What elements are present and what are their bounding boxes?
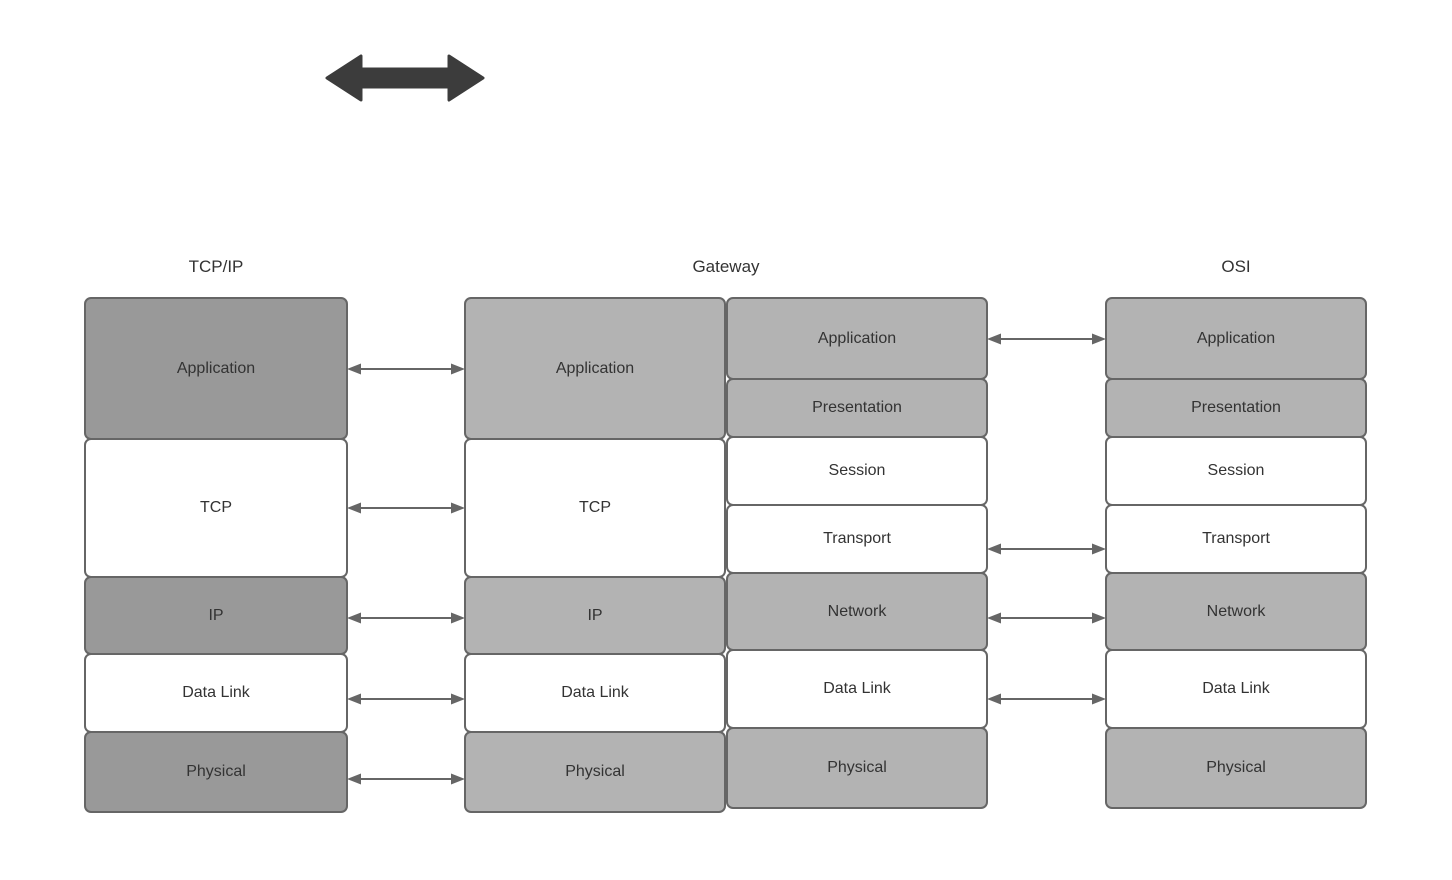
layer-tcpip-tcp[interactable]: TCP: [84, 438, 348, 578]
layer-tcpip-physical[interactable]: Physical: [84, 731, 348, 813]
layer-gateway-right-presentation[interactable]: Presentation: [726, 378, 988, 438]
layer-label: Data Link: [1202, 680, 1270, 697]
layer-osi-physical[interactable]: Physical: [1105, 727, 1367, 809]
layer-label: IP: [587, 606, 603, 624]
layer-osi-transport[interactable]: Transport: [1105, 504, 1367, 574]
layer-gateway-left-ip[interactable]: IP: [464, 576, 726, 655]
layer-label: Data Link: [561, 684, 629, 701]
layer-gateway-left-tcp[interactable]: TCP: [464, 438, 726, 578]
layer-label: Physical: [827, 759, 887, 776]
layer-label: Presentation: [1191, 399, 1281, 416]
layer-tcpip-ip[interactable]: IP: [84, 576, 348, 655]
layer-osi-network[interactable]: Network: [1105, 572, 1367, 651]
layer-gateway-right-data-link[interactable]: Data Link: [726, 649, 988, 729]
layer-tcpip-data-link[interactable]: Data Link: [84, 653, 348, 733]
layer-gateway-right-transport[interactable]: Transport: [726, 504, 988, 574]
stack-gateway-left: Application TCP IP Data Link Physical: [464, 297, 726, 821]
layer-gateway-right-physical[interactable]: Physical: [726, 727, 988, 809]
connector-gateway-osi-data-link: [987, 692, 1106, 706]
layer-label: Application: [1196, 329, 1276, 347]
layer-gateway-right-network[interactable]: Network: [726, 572, 988, 651]
layer-label: Physical: [565, 763, 625, 780]
column-title-osi: OSI: [1221, 257, 1251, 276]
connector-gateway-osi-network: [987, 611, 1106, 625]
stack-tcpip: Application TCP IP Data Link Physical: [84, 297, 348, 821]
layer-label: Application: [176, 359, 256, 377]
connector-gateway-osi-application: [987, 332, 1106, 346]
layer-label: Transport: [1202, 530, 1270, 547]
layer-tcpip-application[interactable]: Application: [84, 297, 348, 440]
layer-label: Network: [1206, 602, 1266, 620]
layer-label: IP: [208, 606, 224, 624]
layer-label: Transport: [823, 530, 891, 547]
layer-gateway-left-physical[interactable]: Physical: [464, 731, 726, 813]
layer-label: Physical: [186, 763, 246, 780]
layer-label: Session: [828, 462, 886, 479]
connector-tcpip-gateway-application: [347, 362, 465, 376]
column-title-gateway: Gateway: [692, 257, 760, 276]
layer-osi-data-link[interactable]: Data Link: [1105, 649, 1367, 729]
connector-tcpip-gateway-physical: [347, 772, 465, 786]
layer-gateway-left-data-link[interactable]: Data Link: [464, 653, 726, 733]
layer-label: TCP: [200, 499, 232, 516]
layer-label: Data Link: [182, 684, 250, 701]
stack-osi: Application Presentation Session Transpo…: [1105, 297, 1367, 821]
layer-osi-presentation[interactable]: Presentation: [1105, 378, 1367, 438]
stack-gateway-right: Application Presentation Session Transpo…: [726, 297, 988, 821]
layer-gateway-right-application[interactable]: Application: [726, 297, 988, 380]
layer-osi-application[interactable]: Application: [1105, 297, 1367, 380]
connector-tcpip-gateway-data-link: [347, 692, 465, 706]
layer-gateway-right-session[interactable]: Session: [726, 436, 988, 506]
layer-label: Session: [1207, 462, 1265, 479]
layer-gateway-left-application[interactable]: Application: [464, 297, 726, 440]
layer-label: Presentation: [812, 399, 902, 416]
layer-label: Application: [817, 329, 897, 347]
bidirectional-arrow-icon: [325, 50, 485, 106]
layer-label: Data Link: [823, 680, 891, 697]
layer-label: Physical: [1206, 759, 1266, 776]
layer-label: Application: [555, 359, 635, 377]
connector-gateway-osi-transport: [987, 542, 1106, 556]
connector-tcpip-gateway-tcp: [347, 501, 465, 515]
layer-osi-session[interactable]: Session: [1105, 436, 1367, 506]
layer-label: Network: [827, 602, 887, 620]
column-title-tcpip: TCP/IP: [188, 257, 244, 276]
connector-tcpip-gateway-ip: [347, 611, 465, 625]
layer-label: TCP: [579, 499, 611, 516]
